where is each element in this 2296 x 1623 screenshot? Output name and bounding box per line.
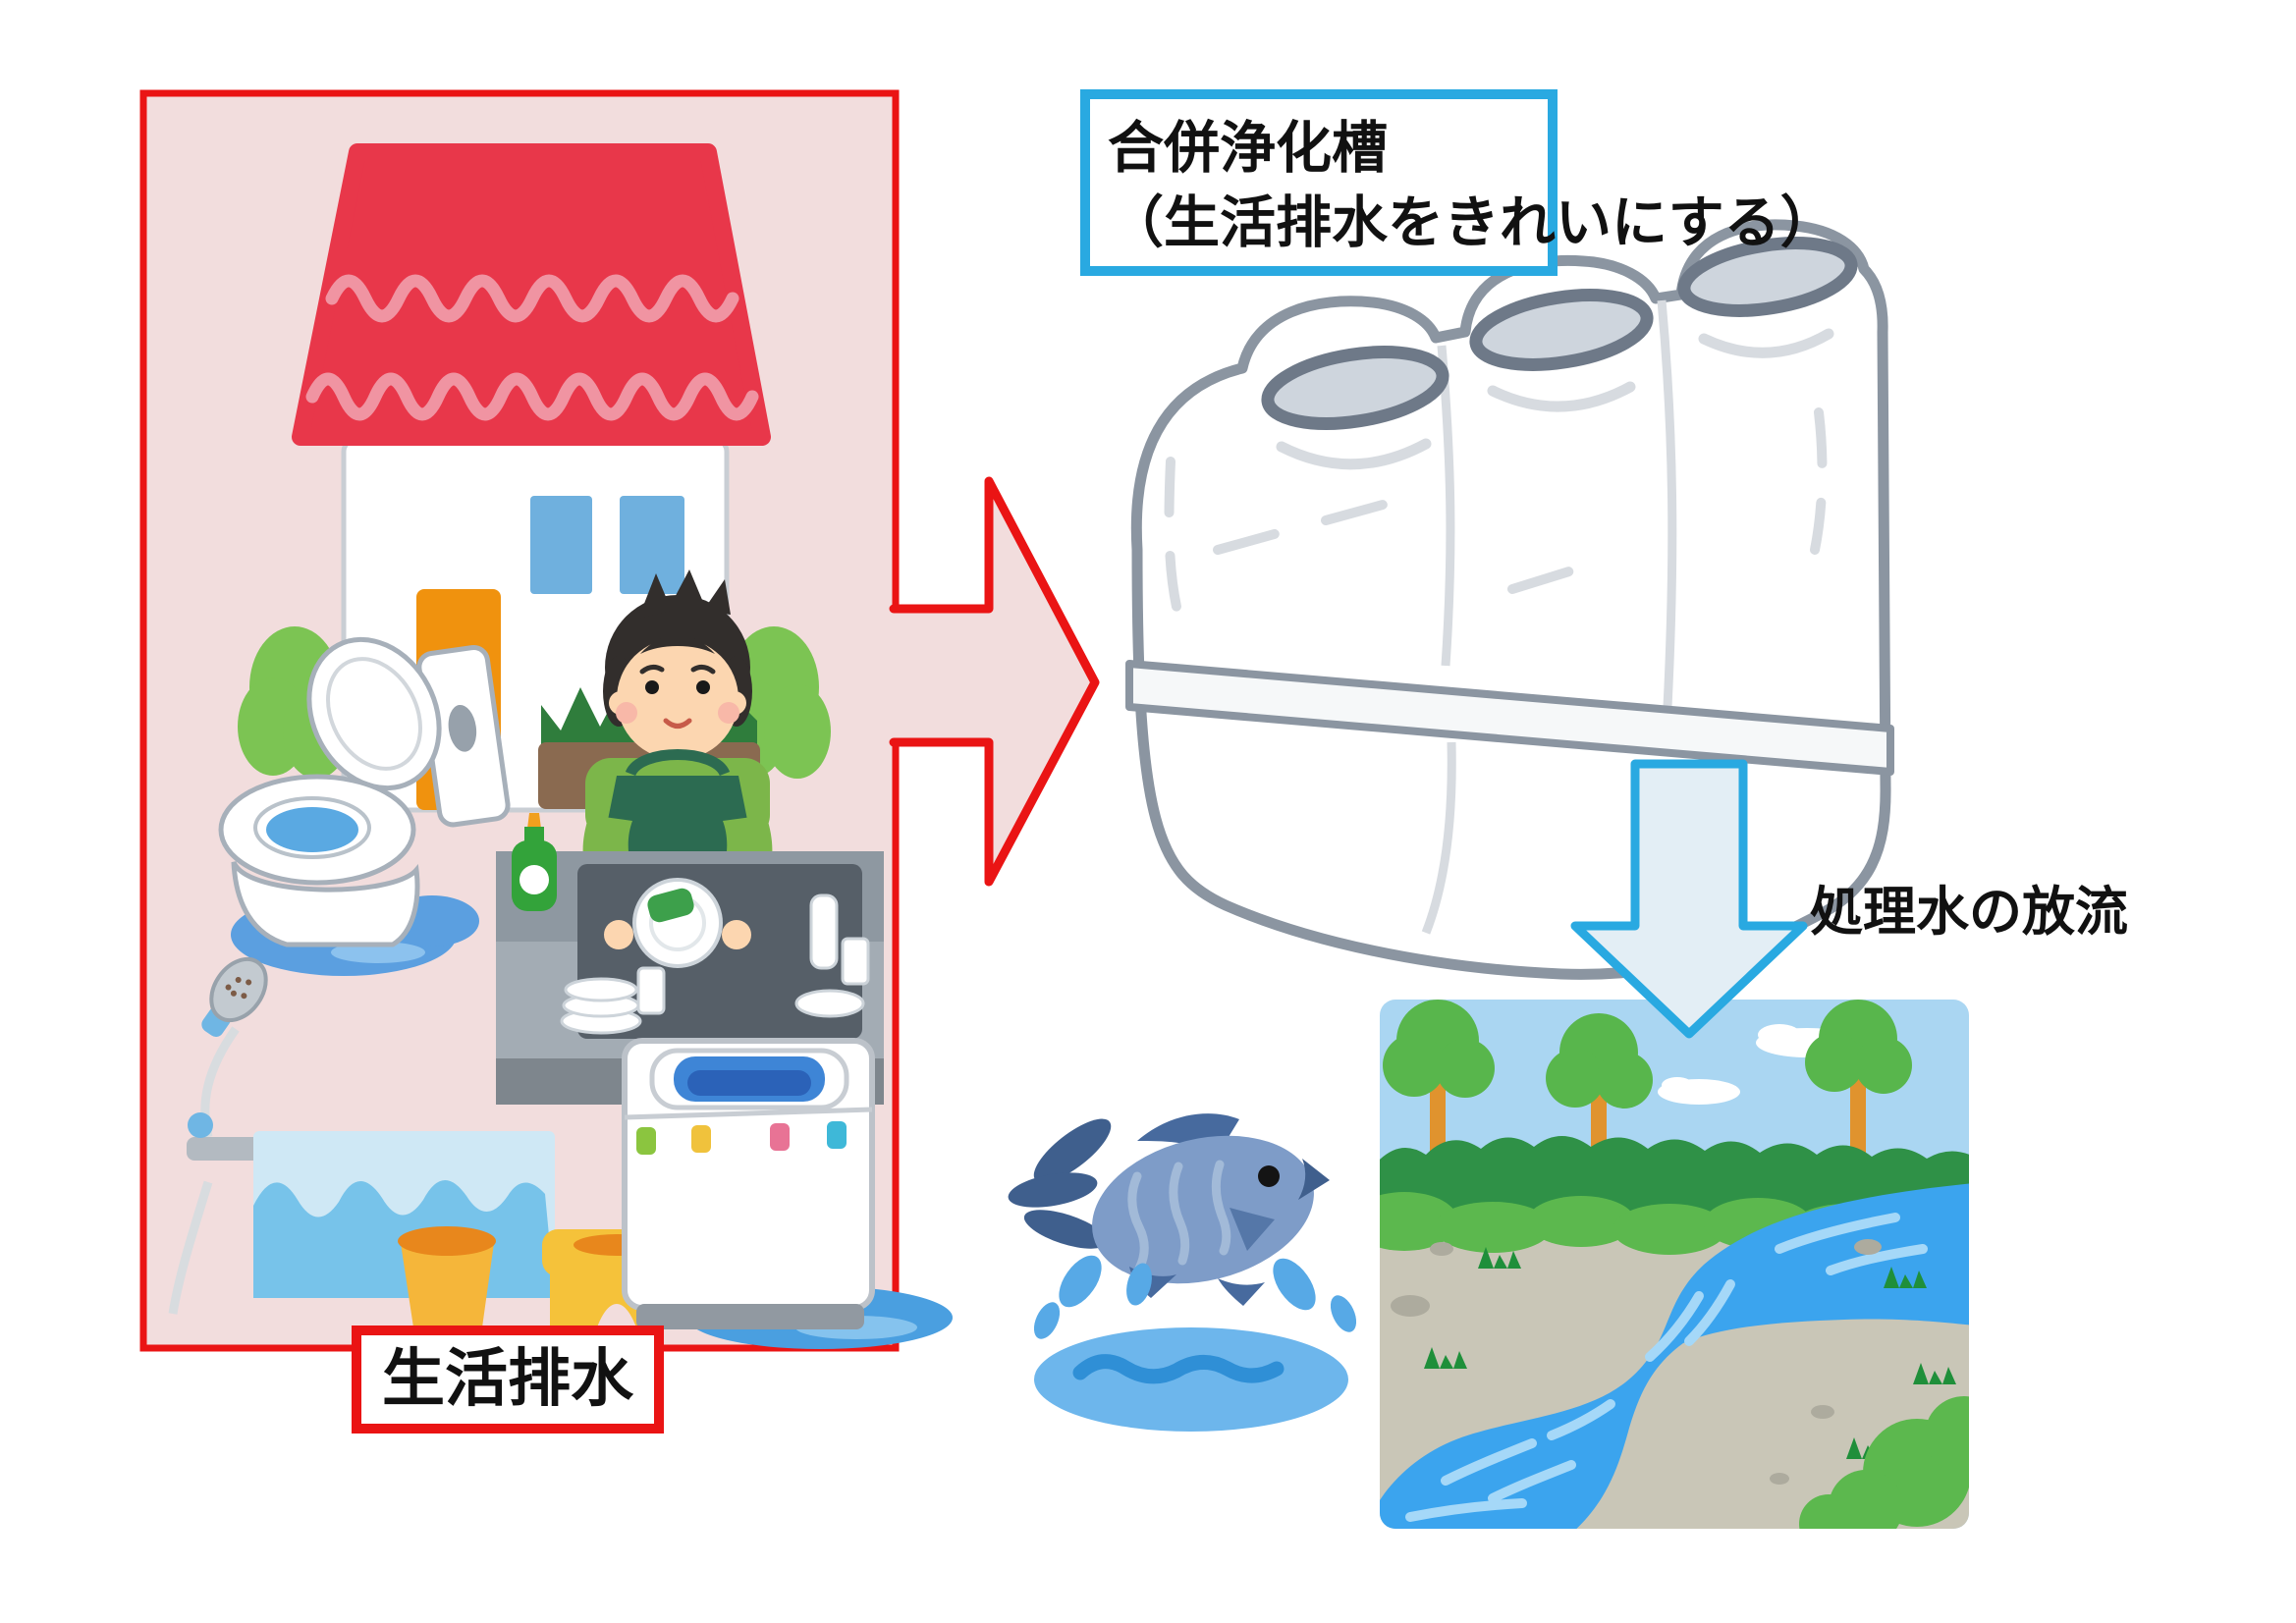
- window-icon: [620, 496, 684, 594]
- washer-button-yellow: [691, 1125, 711, 1153]
- face: [617, 638, 738, 760]
- sponge: [647, 888, 694, 923]
- jumping-fish-icon: [1008, 1113, 1357, 1432]
- bush-icon: [1799, 1396, 1969, 1529]
- window-icon: [530, 496, 592, 594]
- wastewater-label: 生活排水: [352, 1325, 664, 1434]
- tank-lids: [1261, 237, 1858, 430]
- treatment-title-box: 合併浄化槽 （生活排水をきれいにする）: [1080, 89, 1836, 276]
- washer-button-pink: [770, 1123, 790, 1151]
- fish-eye: [1258, 1165, 1280, 1187]
- treatment-title-line2: （生活排水をきれいにする）: [1108, 191, 1836, 254]
- toilet-water: [266, 807, 358, 852]
- river-landscape: [1380, 1000, 1969, 1529]
- washing-machine-icon: [622, 1038, 953, 1349]
- flush-handle: [448, 704, 477, 752]
- tank-band: [1125, 660, 1894, 776]
- wastewater-panel: [139, 89, 953, 1352]
- stone-icon: [1391, 1239, 1882, 1485]
- house-icon: [238, 143, 831, 813]
- grass-tuft-icon: [1424, 1247, 1956, 1459]
- toilet-bowl: [231, 860, 420, 947]
- toilet-lid: [306, 636, 442, 791]
- washer-button-green: [636, 1127, 656, 1155]
- septic-tank-icon: [1125, 219, 1894, 980]
- red-flow-arrow: [882, 476, 1100, 887]
- washer-button-blue: [827, 1121, 847, 1149]
- shower-head: [209, 956, 268, 1023]
- discharge-arrow: [1570, 759, 1808, 1039]
- treatment-title-line1: 合併浄化槽: [1108, 117, 1388, 180]
- tank-lid-icon: [1261, 346, 1449, 430]
- splash-droplets: [1033, 1255, 1357, 1339]
- tank-lid-icon: [1469, 289, 1654, 371]
- roof-tile-line: [305, 372, 759, 421]
- dishes: [560, 893, 870, 1035]
- tank-lid-icon: [1677, 237, 1858, 317]
- dish-soap-icon: [512, 813, 557, 911]
- water-pool: [1034, 1327, 1348, 1432]
- wash-bucket-icon: [398, 1226, 496, 1327]
- kitchen-sink-icon: [496, 813, 884, 1105]
- bathtub-icon: [253, 1131, 555, 1298]
- toilet-icon: [218, 636, 511, 976]
- discharge-label: 処理水の放流: [1810, 883, 2128, 942]
- faucet-handle: [188, 1112, 213, 1138]
- pool-wave: [1072, 1354, 1285, 1384]
- fish-mouth: [1298, 1159, 1330, 1200]
- roof-tile-line: [325, 274, 739, 323]
- river-streaks: [1405, 1213, 1928, 1522]
